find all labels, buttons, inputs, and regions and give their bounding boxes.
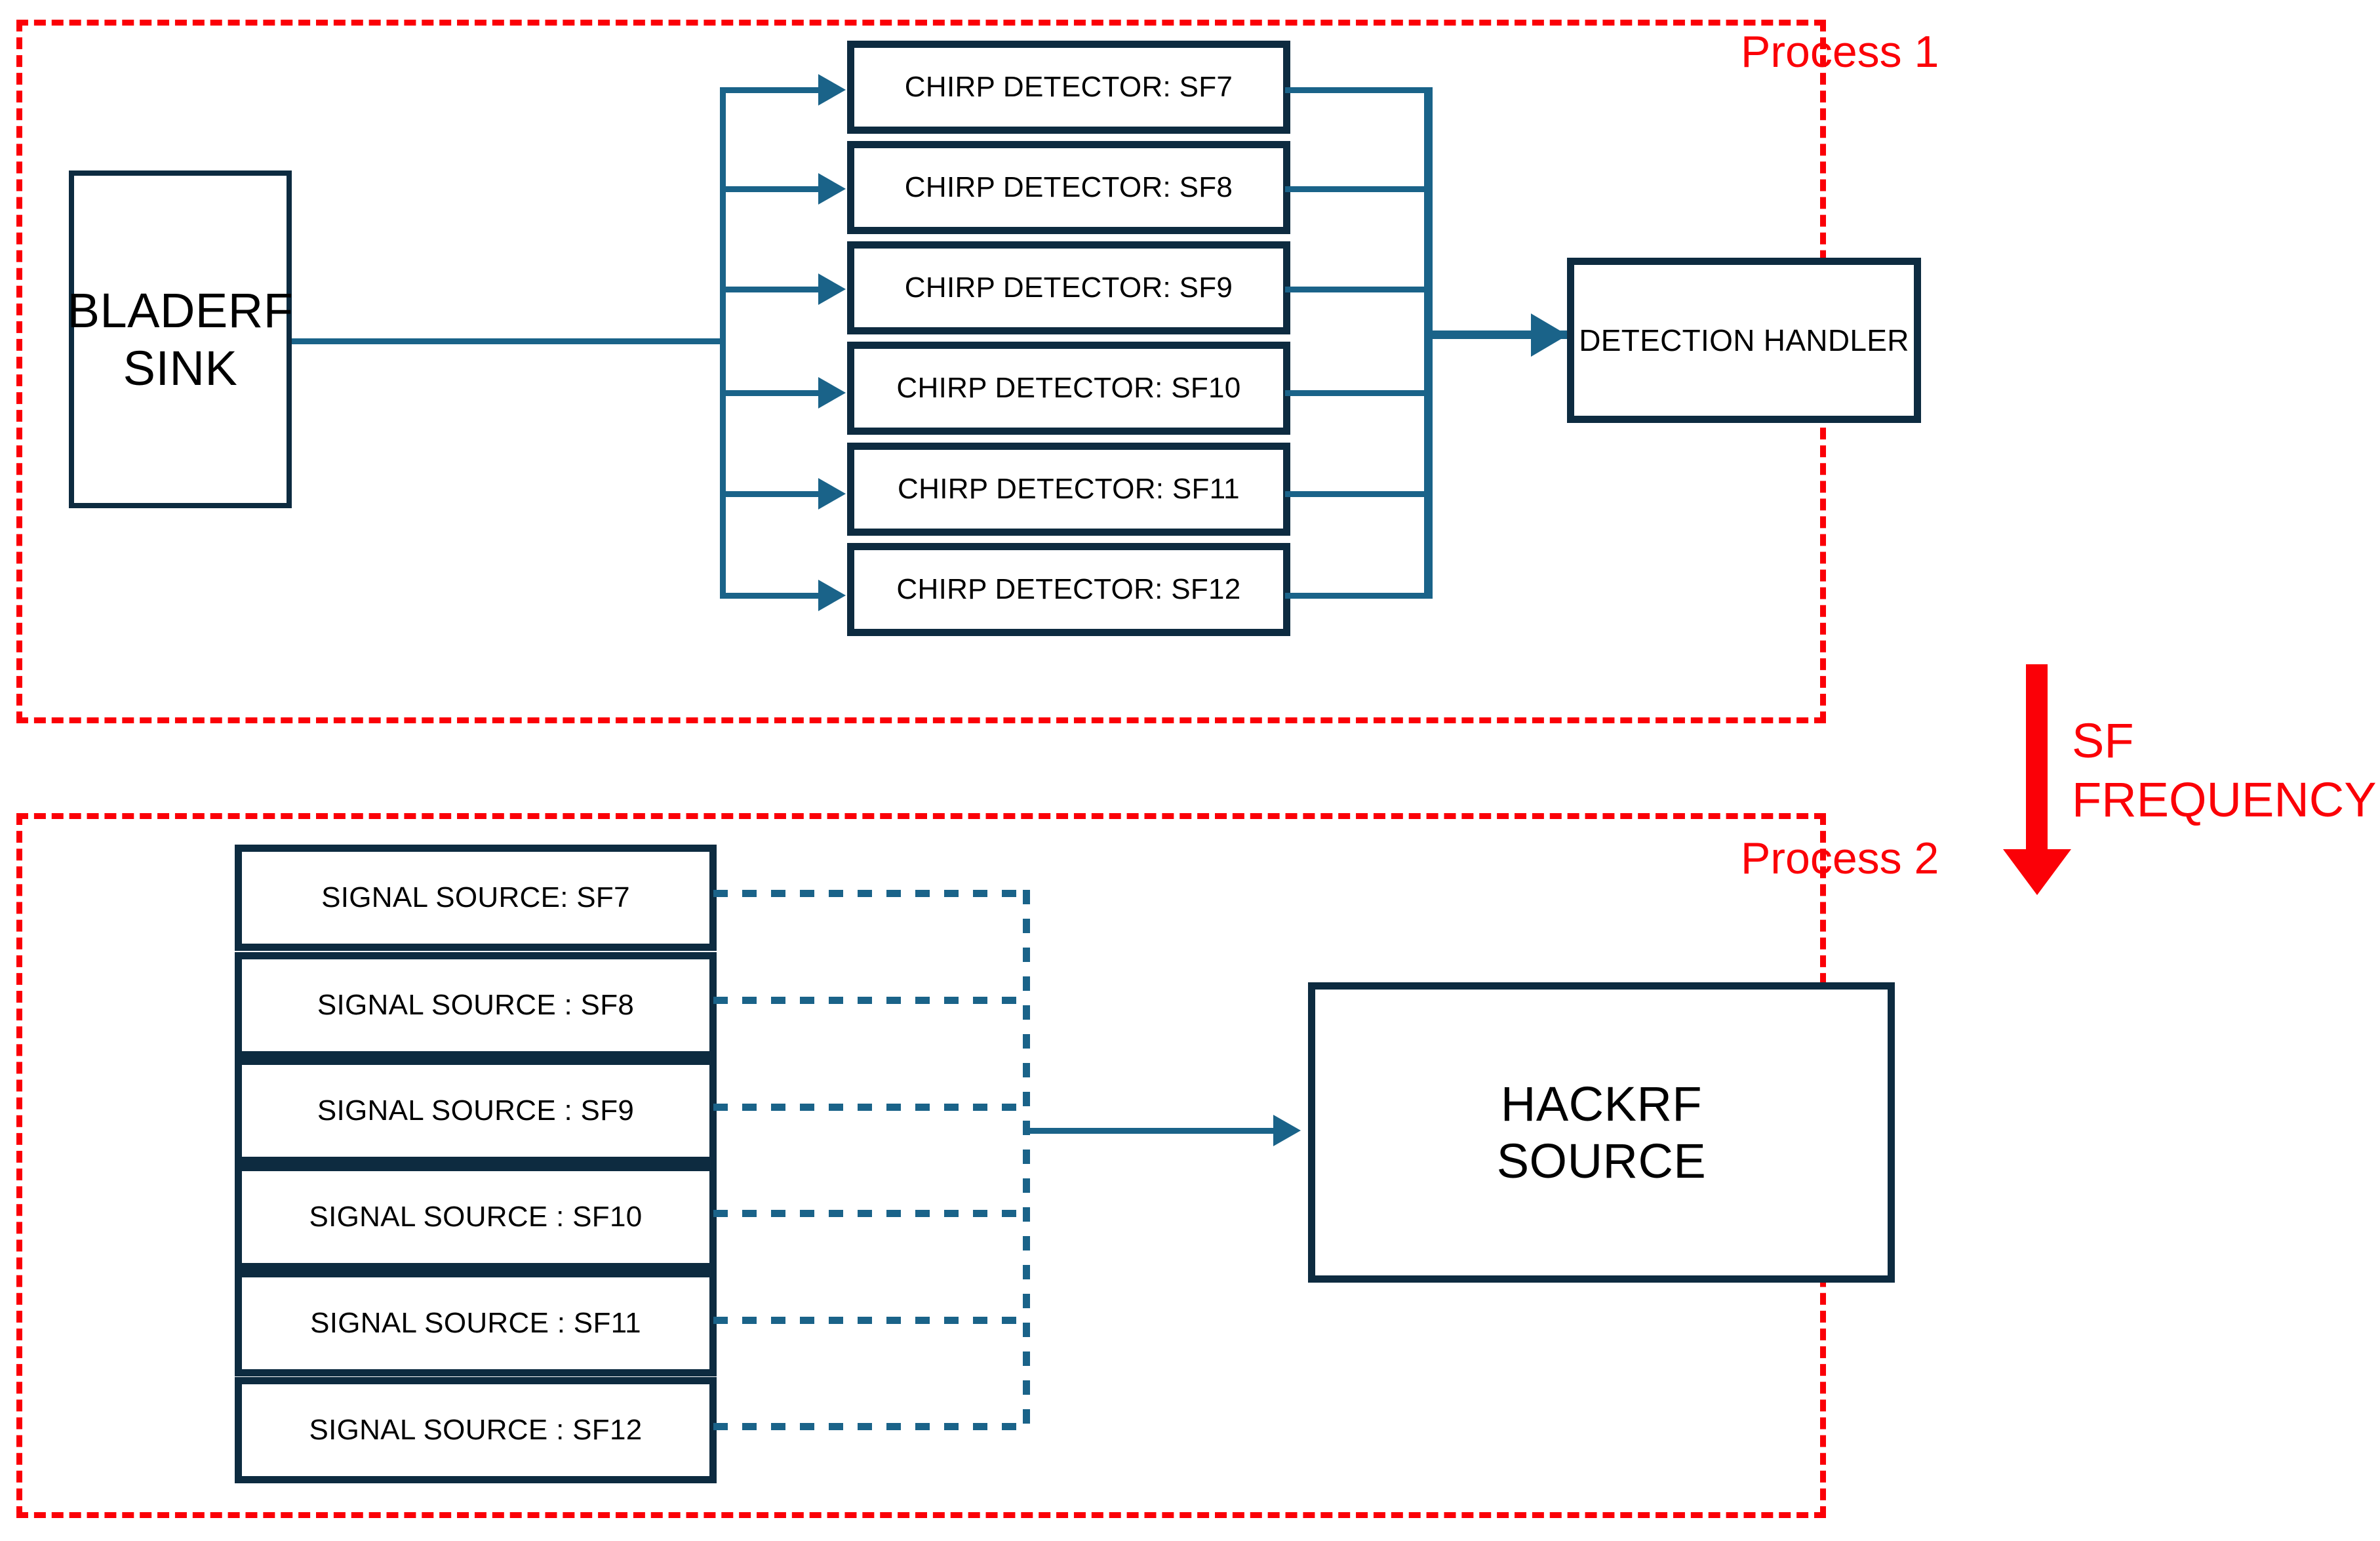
sf-frequency-arrow-shaft — [2026, 664, 2048, 851]
signal-source-node-sf8[interactable]: SIGNAL SOURCE : SF8 — [235, 952, 717, 1058]
detector-feed-arrowhead-sf11 — [818, 478, 846, 510]
detection-handler-label: DETECTION HANDLER — [1579, 323, 1909, 357]
signal-source-label-sf10: SIGNAL SOURCE : SF10 — [309, 1200, 643, 1233]
detector-feed-arrowhead-sf9 — [818, 273, 846, 305]
signal-source-node-sf12[interactable]: SIGNAL SOURCE : SF12 — [235, 1377, 717, 1483]
chirp-detector-label-sf10: CHIRP DETECTOR: SF10 — [896, 371, 1241, 404]
chirp-detector-node-sf7[interactable]: CHIRP DETECTOR: SF7 — [847, 41, 1290, 134]
hackrf-source-label-line1: HACKRF — [1500, 1076, 1703, 1131]
detector-feed-wire-sf12 — [720, 593, 818, 599]
detection-handler-input-arrowhead — [1531, 313, 1568, 357]
signal-source-output-wire-sf11 — [713, 1317, 1029, 1324]
signal-source-output-wire-sf9 — [713, 1104, 1029, 1111]
chirp-detector-node-sf8[interactable]: CHIRP DETECTOR: SF8 — [847, 141, 1290, 234]
bladerf-sink-label-line2: SINK — [123, 340, 238, 395]
process-1-label: Process 1 — [1741, 27, 1939, 77]
bladerf-output-wire — [292, 338, 724, 344]
sf-frequency-arrow-head — [2003, 849, 2071, 895]
signal-source-output-wire-sf10 — [713, 1210, 1029, 1217]
detector-feed-arrowhead-sf10 — [818, 377, 846, 409]
signal-source-node-sf11[interactable]: SIGNAL SOURCE : SF11 — [235, 1270, 717, 1376]
signal-source-output-wire-sf8 — [713, 997, 1029, 1004]
detector-feed-wire-sf9 — [720, 287, 818, 292]
signal-source-label-sf11: SIGNAL SOURCE : SF11 — [310, 1306, 641, 1339]
hackrf-source-label-line2: SOURCE — [1496, 1134, 1707, 1188]
signal-source-node-sf7[interactable]: SIGNAL SOURCE: SF7 — [235, 845, 717, 951]
detector-feed-wire-sf8 — [720, 186, 818, 192]
sf-frequency-label-line1: SF — [2072, 713, 2134, 768]
chirp-detector-node-sf12[interactable]: CHIRP DETECTOR: SF12 — [847, 543, 1290, 636]
signal-source-label-sf12: SIGNAL SOURCE : SF12 — [309, 1413, 643, 1446]
signal-source-output-wire-sf12 — [713, 1423, 1029, 1430]
chirp-detector-label-sf12: CHIRP DETECTOR: SF12 — [896, 572, 1241, 605]
detector-feed-arrowhead-sf8 — [818, 173, 846, 205]
signal-source-node-sf10[interactable]: SIGNAL SOURCE : SF10 — [235, 1164, 717, 1270]
detector-feed-wire-sf11 — [720, 491, 818, 497]
detector-feed-wire-sf10 — [720, 390, 818, 396]
chirp-detector-node-sf10[interactable]: CHIRP DETECTOR: SF10 — [847, 342, 1290, 435]
detector-feed-arrowhead-sf7 — [818, 74, 846, 106]
detector-output-wire-sf7 — [1285, 87, 1433, 93]
hackrf-input-wire — [1023, 1128, 1279, 1134]
process-2-label: Process 2 — [1741, 833, 1939, 883]
detector-output-wire-sf9 — [1285, 287, 1433, 292]
detector-output-bus — [1424, 87, 1433, 599]
chirp-detector-node-sf9[interactable]: CHIRP DETECTOR: SF9 — [847, 241, 1290, 334]
bladerf-sink-node[interactable]: BLADERF SINK — [67, 170, 294, 508]
signal-source-output-bus — [1023, 890, 1030, 1430]
detection-handler-node[interactable]: DETECTION HANDLER — [1567, 258, 1921, 423]
signal-source-output-wire-sf7 — [713, 890, 1029, 897]
chirp-detector-label-sf11: CHIRP DETECTOR: SF11 — [898, 472, 1240, 505]
sf-frequency-label-line2: FREQUENCY — [2072, 772, 2377, 828]
detector-feed-wire-sf7 — [720, 87, 818, 93]
signal-source-label-sf7: SIGNAL SOURCE: SF7 — [321, 881, 630, 913]
chirp-detector-label-sf8: CHIRP DETECTOR: SF8 — [904, 170, 1233, 203]
detector-input-bus — [720, 87, 726, 599]
detector-feed-arrowhead-sf12 — [818, 580, 846, 611]
chirp-detector-label-sf9: CHIRP DETECTOR: SF9 — [904, 271, 1233, 304]
detector-output-wire-sf12 — [1285, 593, 1433, 599]
signal-source-node-sf9[interactable]: SIGNAL SOURCE : SF9 — [235, 1058, 717, 1164]
detector-output-wire-sf10 — [1285, 390, 1433, 396]
signal-source-label-sf9: SIGNAL SOURCE : SF9 — [317, 1094, 635, 1127]
chirp-detector-node-sf11[interactable]: CHIRP DETECTOR: SF11 — [847, 443, 1290, 536]
signal-source-label-sf8: SIGNAL SOURCE : SF8 — [317, 988, 635, 1021]
sf-frequency-label: SF FREQUENCY — [2072, 711, 2377, 830]
hackrf-input-arrowhead — [1273, 1115, 1301, 1146]
hackrf-source-node[interactable]: HACKRF SOURCE — [1308, 982, 1895, 1283]
detector-output-wire-sf11 — [1285, 491, 1433, 497]
chirp-detector-label-sf7: CHIRP DETECTOR: SF7 — [904, 70, 1233, 103]
bladerf-sink-label-line1: BLADERF — [67, 283, 294, 338]
detector-output-wire-sf8 — [1285, 186, 1433, 192]
